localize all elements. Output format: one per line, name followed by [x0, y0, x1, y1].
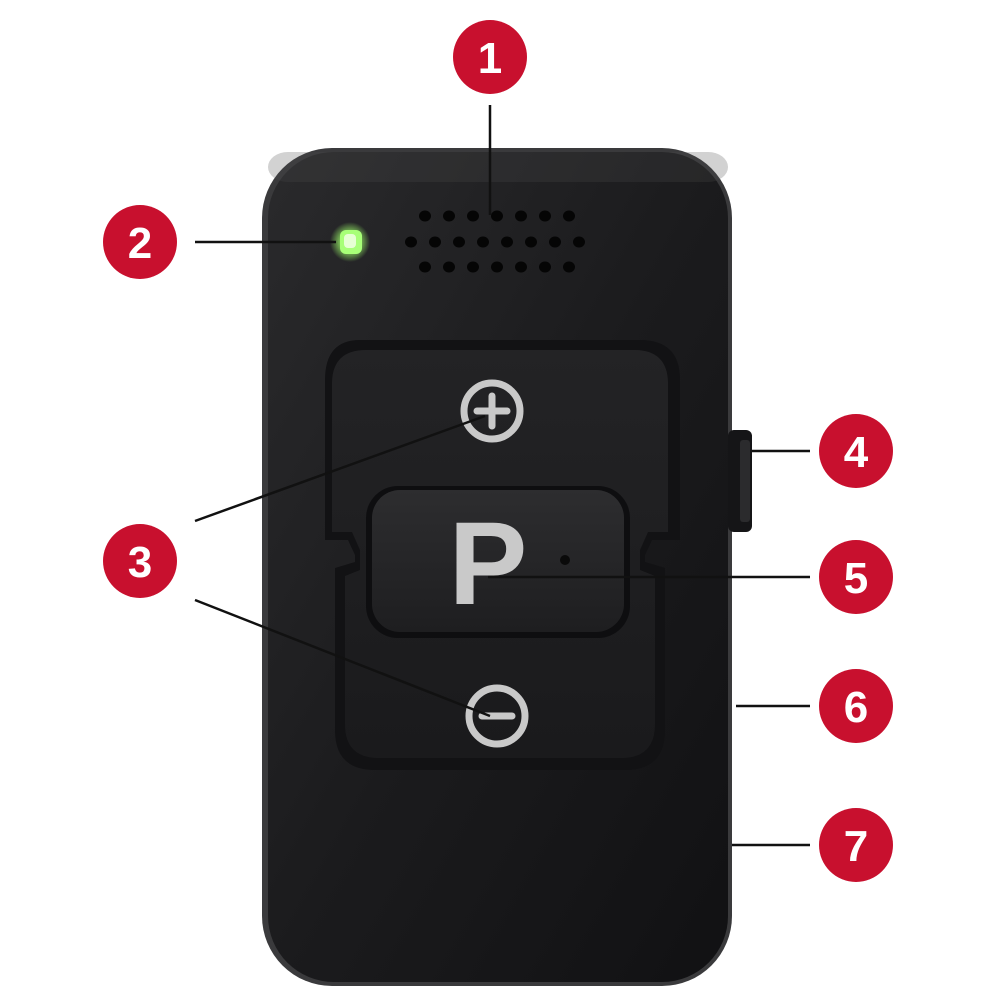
callout-4-label: 4 [844, 428, 869, 477]
speaker-grille [405, 210, 585, 273]
grille-hole [515, 210, 527, 222]
plus-icon [460, 379, 524, 443]
grille-hole [419, 210, 431, 222]
grille-hole [419, 261, 431, 273]
grille-hole [539, 261, 551, 273]
grille-hole [443, 210, 455, 222]
callout-6-label: 6 [844, 683, 868, 732]
grille-hole [573, 236, 585, 248]
callout-5: 5 [819, 540, 893, 614]
program-button[interactable]: P [366, 486, 630, 638]
grille-hole [563, 261, 575, 273]
grille-hole [467, 261, 479, 273]
grille-hole [429, 236, 441, 248]
callout-5-label: 5 [844, 554, 868, 603]
grille-hole [525, 236, 537, 248]
callout-2: 2 [103, 205, 177, 279]
grille-hole [501, 236, 513, 248]
grille-hole [491, 210, 503, 222]
grille-hole [453, 236, 465, 248]
callout-3-label: 3 [128, 538, 152, 587]
grille-hole [563, 210, 575, 222]
grille-hole [539, 210, 551, 222]
callout-7-label: 7 [844, 822, 868, 871]
grille-hole [405, 236, 417, 248]
callout-3: 3 [103, 524, 177, 598]
microphone-hole [560, 555, 570, 565]
callout-1-label: 1 [478, 34, 502, 83]
grille-hole [515, 261, 527, 273]
callout-1: 1 [453, 20, 527, 94]
volume-up-button[interactable] [460, 379, 524, 443]
status-led [330, 222, 370, 262]
leader-lines [194, 105, 810, 847]
grille-hole [549, 236, 561, 248]
callout-7: 7 [819, 808, 893, 882]
grille-hole [491, 261, 503, 273]
grille-hole [443, 261, 455, 273]
side-switch [728, 430, 752, 532]
callout-2-label: 2 [128, 219, 152, 268]
callout-6: 6 [819, 669, 893, 743]
leader-line-3a [194, 414, 486, 523]
callout-4: 4 [819, 414, 893, 488]
grille-hole [467, 210, 479, 222]
grille-hole [477, 236, 489, 248]
leader-line-3b [194, 598, 491, 718]
program-button-label: P [449, 498, 528, 630]
